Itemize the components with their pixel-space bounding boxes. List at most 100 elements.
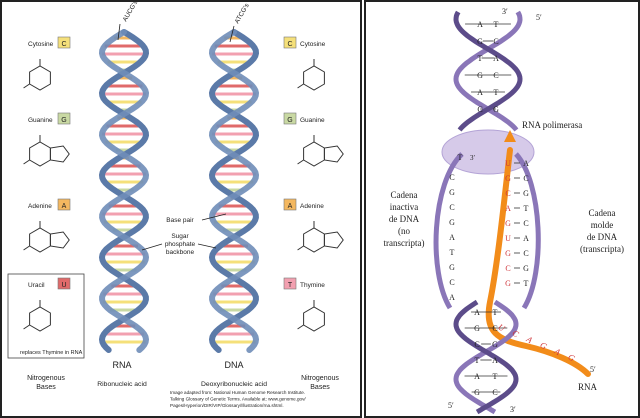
template-base: T — [524, 204, 529, 213]
image-credit: Talking Glossary of Genetic Terms. Avail… — [170, 397, 306, 402]
base-rung — [222, 228, 246, 232]
prime-label: 5′ — [448, 401, 454, 410]
top-base: G — [493, 105, 499, 114]
base-rung — [217, 164, 251, 168]
rna-base: G — [505, 279, 511, 288]
base-rung — [214, 180, 254, 184]
template-strand-label: Cadena — [589, 208, 616, 218]
base-rung — [222, 324, 246, 328]
bottom-base: G — [474, 388, 480, 397]
base-rung — [110, 244, 138, 248]
nitrogenous-label: Nitrogenous — [301, 375, 339, 382]
ring-shape — [303, 65, 325, 91]
base-rung — [102, 300, 146, 304]
top-base: C — [493, 71, 498, 80]
base-color-box — [283, 112, 297, 125]
template-strand-label: (transcripta) — [580, 244, 624, 254]
dna-code-label: ATCG's — [234, 2, 251, 25]
rna-code-label: AUCG's — [122, 2, 140, 23]
bond-line — [297, 324, 304, 330]
top-base: C — [477, 105, 482, 114]
pointer-line — [229, 25, 235, 43]
base-name: Adenine — [28, 203, 52, 210]
rna-tail-base: A — [524, 333, 535, 345]
top-base: G — [477, 37, 483, 46]
base-rung — [102, 172, 146, 176]
inactive-strand-label: inactiva — [390, 202, 419, 212]
base-rung — [212, 92, 256, 96]
base-letter: A — [288, 203, 293, 210]
top-base: C — [493, 37, 498, 46]
bond-line — [23, 245, 30, 251]
template-base: G — [523, 189, 529, 198]
base-color-box — [283, 198, 297, 211]
rna-base: G — [505, 174, 511, 183]
top-base: T — [494, 20, 499, 29]
base-rung — [102, 340, 146, 344]
template-base: T — [524, 279, 529, 288]
top-base: A — [477, 20, 483, 29]
bottom-base: T — [493, 308, 498, 317]
base-rung — [105, 140, 143, 144]
ring-shape — [303, 306, 325, 332]
base-rung — [227, 116, 241, 120]
base-rung — [103, 332, 145, 336]
rna-base: G — [505, 249, 511, 258]
rna-tail-base: C — [511, 328, 521, 340]
backbone-label: Sugar — [171, 233, 189, 240]
rna-base: C — [505, 264, 510, 273]
ring-shape — [49, 145, 70, 163]
base-letter: G — [61, 117, 66, 124]
top-base: T — [478, 54, 483, 63]
ring-shape — [29, 306, 51, 332]
base-letter: T — [288, 282, 293, 289]
template-strand-label: molde — [591, 220, 614, 230]
bottom-base: A — [474, 372, 480, 381]
rna-polimerasa-label: RNA polimerasa — [522, 120, 582, 130]
base-rung — [112, 324, 136, 328]
base-name: Thymine — [300, 282, 325, 289]
base-rung — [102, 52, 146, 56]
base-rung — [114, 188, 134, 192]
template-base: A — [523, 234, 529, 243]
base-rung — [107, 164, 141, 168]
base-rung — [213, 220, 255, 224]
base-rung — [117, 108, 131, 112]
ring-shape — [49, 231, 70, 249]
rna-tail-base: G — [538, 340, 549, 352]
base-rung — [213, 292, 255, 296]
nitrogenous-label: Bases — [310, 384, 330, 391]
base-rung — [212, 300, 256, 304]
inactive-strand-label: de DNA — [389, 214, 420, 224]
ring-shape — [323, 231, 344, 249]
base-rung — [103, 260, 145, 264]
prime-label: 5′ — [590, 365, 596, 374]
template-strand-label: de DNA — [587, 232, 618, 242]
base-rung — [117, 116, 131, 120]
base-rung — [224, 36, 244, 40]
inactive-base: T — [450, 248, 455, 257]
base-rung — [220, 244, 248, 248]
base-letter: C — [61, 41, 66, 48]
rna-label: RNA — [578, 382, 598, 392]
base-rung — [212, 252, 256, 256]
dna-strand — [453, 10, 523, 132]
inactive-base: C — [449, 173, 454, 182]
base-color-box — [57, 36, 71, 49]
dna-subtitle: Deoxyribonucleic acid — [201, 381, 267, 388]
base-rung — [212, 340, 256, 344]
inactive-t: T — [458, 153, 463, 162]
base-rung — [112, 228, 136, 232]
dna-strand — [453, 299, 519, 415]
base-rung — [102, 92, 146, 96]
inactive-strand-label: transcripta) — [384, 238, 425, 248]
base-rung — [216, 124, 252, 128]
nitrogenous-label: Bases — [36, 384, 56, 391]
rna-base: G — [505, 219, 511, 228]
base-rung — [106, 100, 142, 104]
base-rung — [110, 308, 138, 312]
base-letter: A — [62, 203, 67, 210]
base-color-box — [57, 198, 71, 211]
base-name: Adenine — [300, 203, 324, 210]
